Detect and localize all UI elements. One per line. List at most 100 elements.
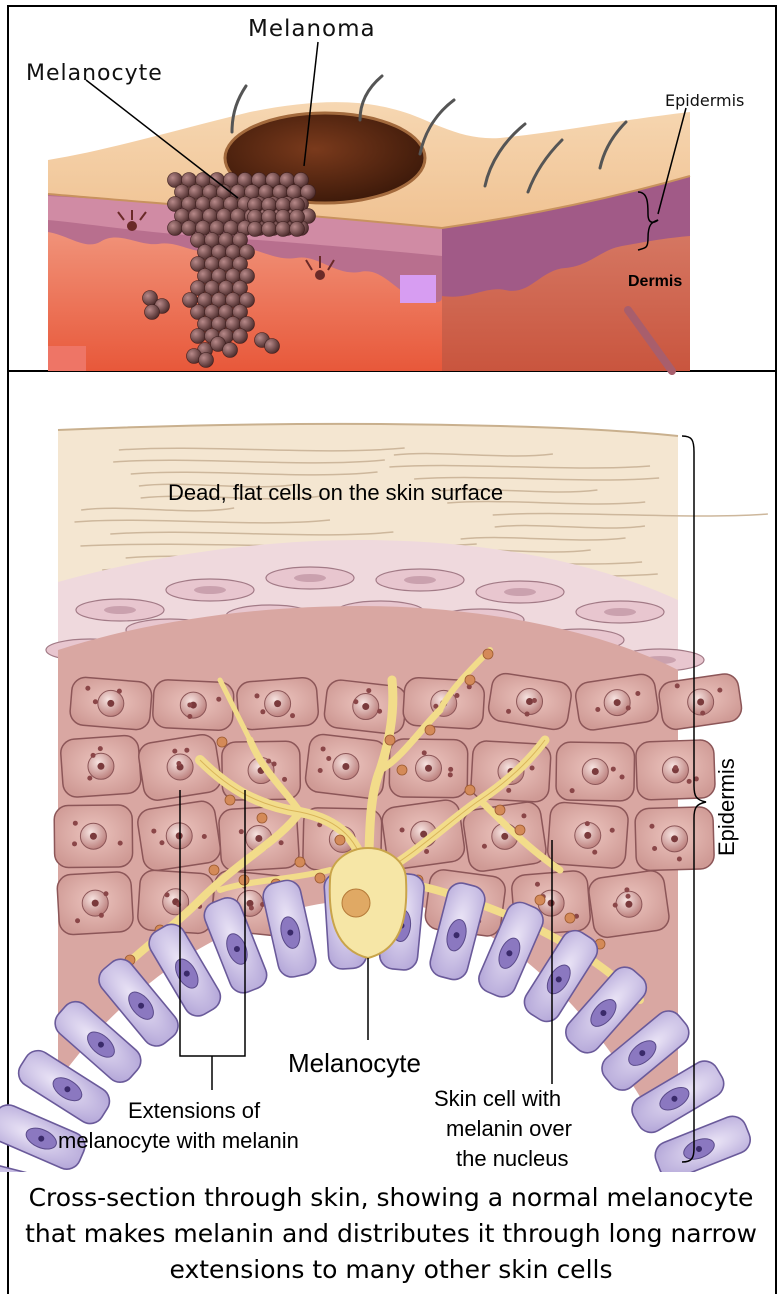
melanin-speck	[377, 709, 382, 714]
melanin-speck	[159, 840, 164, 845]
melanin-speck	[282, 777, 287, 782]
label-melanocyte-top: Melanocyte	[26, 61, 163, 86]
label-epidermis-bottom: Epidermis	[714, 758, 739, 856]
skin-cell	[60, 735, 142, 798]
melanin-speck	[187, 714, 192, 719]
melanin-granule	[217, 737, 227, 747]
melanocyte-nucleus	[342, 889, 370, 917]
melanin-speck	[202, 834, 207, 839]
melanin-speck	[687, 779, 692, 784]
melanin-speck	[172, 749, 177, 754]
melanin-speck	[99, 913, 104, 918]
melanin-speck	[532, 698, 537, 703]
melanin-speck	[187, 702, 192, 707]
skin-cell	[54, 805, 133, 868]
nucleolus	[501, 833, 508, 840]
melanin-speck	[272, 761, 277, 766]
nucleolus	[362, 703, 369, 710]
melanin-granule	[565, 913, 575, 923]
label-extensions-line2: melanocyte with melanin	[58, 1128, 299, 1153]
marker-square-violet	[400, 275, 436, 303]
label-melanoma: Melanoma	[248, 16, 376, 42]
melanin-speck	[254, 693, 259, 698]
label-skin-cell-line1: Skin cell with	[434, 1086, 561, 1111]
melanoma-cell	[168, 221, 183, 236]
melanin-granule	[483, 649, 493, 659]
label-skin-cell-line2: melanin over	[446, 1116, 572, 1141]
melanin-speck	[98, 746, 103, 751]
label-surface-cells: Dead, flat cells on the skin surface	[168, 480, 503, 505]
flat-cell-nucleus	[294, 574, 326, 582]
skin-cell	[69, 676, 153, 730]
bottom-panel	[0, 424, 768, 1221]
skin-cell	[236, 677, 319, 731]
melanin-granule	[495, 805, 505, 815]
melanin-granule	[315, 873, 325, 883]
flat-cell-nucleus	[194, 586, 226, 594]
melanin-speck	[87, 776, 92, 781]
melanin-speck	[266, 759, 271, 764]
skin-cell	[636, 740, 716, 801]
nucleolus	[342, 763, 349, 770]
marker-square-red	[48, 346, 86, 371]
melanin-speck	[570, 788, 575, 793]
skin-cell	[57, 871, 134, 935]
melanoma-cell	[199, 353, 214, 368]
melanin-speck	[506, 709, 511, 714]
skin-cell	[635, 807, 715, 871]
melanin-speck	[91, 753, 96, 758]
nucleolus	[697, 699, 704, 706]
melanin-speck	[400, 828, 405, 833]
skin-cell	[547, 802, 629, 870]
melanoma-cell	[276, 222, 291, 237]
melanin-granule	[257, 813, 267, 823]
melanin-speck	[611, 767, 616, 772]
melanin-speck	[75, 918, 80, 923]
melanoma-cell	[145, 305, 160, 320]
skin-cell	[587, 869, 671, 939]
label-skin-cell-line3: the nucleus	[456, 1146, 569, 1171]
melanin-speck	[620, 774, 625, 779]
flat-cell-nucleus	[604, 608, 636, 616]
nucleolus	[425, 765, 432, 772]
melanoma-cell	[265, 339, 280, 354]
melanoma-cell	[262, 222, 277, 237]
melanin-speck	[613, 903, 618, 908]
melanin-speck	[165, 892, 170, 897]
nucleolus	[548, 900, 555, 907]
melanin-speck	[176, 761, 181, 766]
melanin-speck	[184, 748, 189, 753]
melanin-speck	[673, 765, 678, 770]
melanin-speck	[73, 821, 78, 826]
melanoma-cell	[233, 329, 248, 344]
melanin-speck	[93, 699, 98, 704]
melanin-speck	[422, 750, 427, 755]
melanoma-cell	[183, 293, 198, 308]
melanin-speck	[530, 766, 535, 771]
label-epidermis-top: Epidermis	[665, 91, 744, 110]
melanin-speck	[482, 844, 487, 849]
melanin-speck	[239, 829, 244, 834]
melanin-granule	[295, 857, 305, 867]
melanin-speck	[585, 821, 590, 826]
nucleolus	[671, 835, 678, 842]
melanin-speck	[626, 705, 631, 710]
melanin-speck	[151, 829, 156, 834]
melanin-speck	[675, 683, 680, 688]
nucleolus	[584, 832, 591, 839]
melanin-speck	[595, 707, 600, 712]
melanin-granule	[209, 865, 219, 875]
melanin-speck	[290, 713, 295, 718]
melanin-speck	[118, 841, 123, 846]
nucleolus	[90, 833, 97, 840]
melanin-speck	[592, 850, 597, 855]
nucleolus	[92, 900, 99, 907]
melanin-speck	[216, 697, 221, 702]
top-panel: Melanoma Melanocyte Epidermis Dermis	[26, 16, 744, 371]
label-extensions-line1: Extensions of	[128, 1098, 261, 1123]
melanin-speck	[521, 813, 526, 818]
melanin-speck	[624, 887, 629, 892]
melanin-speck	[649, 824, 654, 829]
nucleolus	[625, 901, 632, 908]
